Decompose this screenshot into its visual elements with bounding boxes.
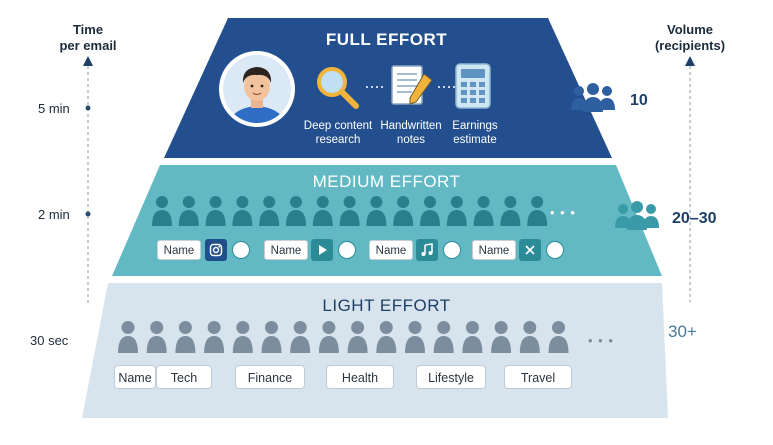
volume-light: 30+: [668, 322, 697, 341]
medium-effort-title: MEDIUM EFFORT: [312, 172, 461, 191]
left-axis-line: [83, 56, 93, 306]
person-icon: [318, 321, 339, 353]
medium-people-row: [152, 196, 548, 226]
volume-medium: 20–30: [672, 210, 717, 227]
calculator-icon: [455, 63, 491, 109]
light-chip-lifestyle: Lifestyle: [416, 365, 486, 389]
person-icon: [376, 321, 397, 353]
medium-name-chip-3: Name: [369, 240, 413, 260]
connector-dots-1: [366, 86, 386, 88]
light-ellipsis: • • •: [588, 333, 614, 348]
person-icon: [420, 196, 440, 226]
person-icon: [548, 321, 569, 353]
person-icon: [175, 321, 196, 353]
person-icon: [312, 196, 333, 226]
play-icon: [311, 239, 333, 261]
light-chip-name: Name: [114, 365, 156, 389]
person-icon: [286, 196, 306, 226]
notepad-pencil-icon: [391, 65, 433, 105]
person-icon: [433, 321, 454, 353]
music-note-icon: [416, 239, 438, 261]
right-axis-line: [685, 56, 695, 302]
person-icon: [232, 196, 253, 226]
group-icon-full: [571, 83, 615, 112]
person-icon: [446, 196, 467, 226]
tick-5min: 5 min: [38, 101, 70, 116]
person-icon: [261, 321, 282, 353]
person-icon: [178, 196, 199, 226]
light-effort-title: LIGHT EFFORT: [322, 296, 451, 315]
check-icon: [338, 241, 356, 259]
volume-full: 10: [630, 92, 648, 109]
light-chip-finance: Finance: [235, 365, 305, 389]
person-icon: [500, 196, 521, 226]
person-icon: [462, 321, 483, 353]
right-axis-title: Volume(recipients): [654, 22, 726, 53]
check-icon: [232, 241, 250, 259]
person-icon: [339, 196, 360, 226]
full-effort-title: FULL EFFORT: [325, 30, 448, 49]
person-icon: [205, 196, 226, 226]
instagram-icon: [205, 239, 227, 261]
magnifier-icon: [317, 67, 359, 109]
person-icon: [146, 321, 167, 353]
check-icon: [546, 241, 564, 259]
light-chip-travel: Travel: [504, 365, 572, 389]
connector-dots-2: [438, 86, 456, 88]
person-icon: [152, 196, 172, 226]
person-icon: [232, 321, 253, 353]
light-chip-tech: Tech: [156, 365, 212, 389]
tick-30sec: 30 sec: [30, 333, 69, 348]
medium-name-chip-2: Name: [264, 240, 308, 260]
person-icon: [347, 321, 368, 353]
person-icon: [473, 196, 494, 226]
check-icon: [443, 241, 461, 259]
full-effort-tier: [164, 18, 612, 158]
group-icon-medium: [615, 201, 659, 230]
medium-ellipsis: • • •: [550, 205, 576, 220]
person-icon: [290, 321, 311, 353]
person-icon: [519, 321, 540, 353]
x-icon: [519, 239, 541, 261]
light-people-row: [118, 321, 569, 353]
person-icon: [491, 321, 512, 353]
medium-name-chip-4: Name: [472, 240, 516, 260]
medium-name-chip-1: Name: [157, 240, 201, 260]
person-icon: [204, 321, 225, 353]
person-icon: [118, 321, 138, 353]
tick-2min: 2 min: [38, 207, 70, 222]
person-icon: [259, 196, 280, 226]
person-icon: [366, 196, 387, 226]
person-icon: [393, 196, 414, 226]
person-icon: [527, 196, 548, 226]
person-icon: [405, 321, 425, 353]
light-chip-health: Health: [326, 365, 394, 389]
avatar: [219, 51, 295, 127]
